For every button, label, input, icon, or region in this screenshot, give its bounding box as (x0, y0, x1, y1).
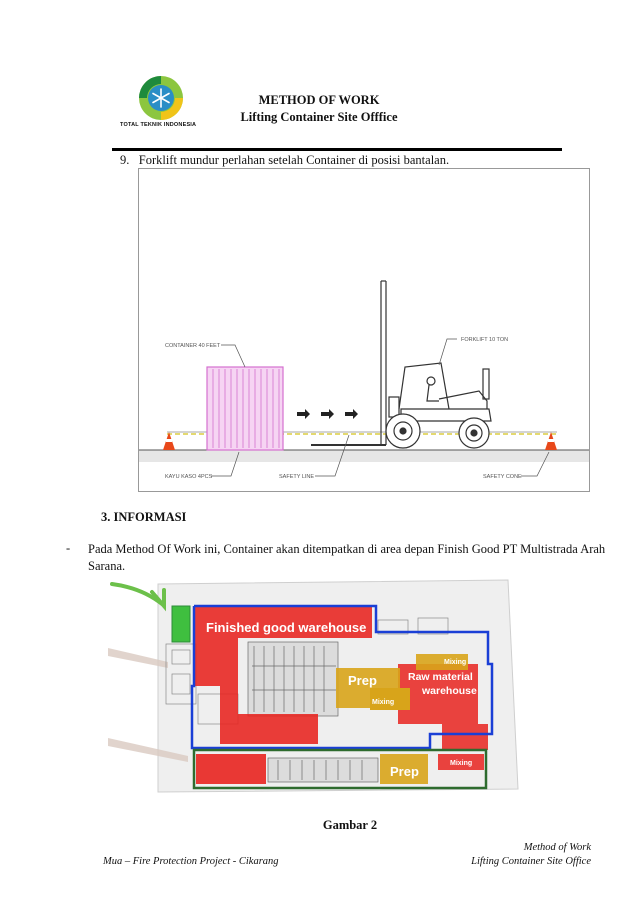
header-divider (112, 148, 562, 151)
label-mixing-3: Mixing (450, 760, 472, 767)
document-subtitle: Lifting Container Site Offfice (240, 110, 398, 124)
ground (139, 450, 589, 462)
footer-method: Method of Work (523, 842, 591, 853)
finished-good-area (194, 606, 372, 744)
raw-material-area (398, 664, 478, 724)
container-40-feet (206, 366, 284, 451)
label-mixing-1: Mixing (444, 659, 466, 666)
label-kayu-kaso: KAYU KASO 4PCS (165, 474, 213, 480)
green-pointer-arrow (110, 582, 166, 612)
forklift-drawing: CONTAINER 40 FEET FORKLIFT 10 TON KAYU K… (138, 168, 590, 492)
label-mixing-2: Mixing (372, 699, 394, 706)
section-title: 3. INFORMASI (101, 510, 187, 524)
document-title: METHOD OF WORK (258, 93, 380, 107)
green-boundary (192, 748, 488, 790)
label-safety-cone: SAFETY CONE (483, 474, 522, 480)
footer-project: Mua – Fire Protection Project - Cikarang (103, 856, 279, 867)
movement-arrows (297, 409, 358, 419)
label-raw-warehouse: warehouse (421, 685, 477, 697)
label-forklift: FORKLIFT 10 TON (461, 337, 508, 343)
label-prep-2: Prep (390, 764, 419, 779)
bottom-red-area (196, 754, 266, 784)
logo-text: TOTAL TEKNIK INDONESIA (120, 122, 197, 128)
label-prep-1: Prep (348, 673, 377, 688)
bottom-prep-area (380, 754, 428, 784)
container-target-area (171, 605, 191, 643)
label-raw-material: Raw material (408, 671, 473, 683)
footer-title: Lifting Container Site Office (471, 856, 591, 867)
label-finished-good: Finished good warehouse (206, 620, 366, 635)
bullet-marker: - (66, 541, 71, 555)
step-9-text: 9. Forklift mundur perlahan setelah Cont… (120, 153, 450, 167)
forklift-10-ton (311, 280, 492, 449)
company-logo (133, 72, 213, 134)
floor-plan: Finished good warehouse Prep Raw materia… (108, 574, 528, 796)
figure-caption: Gambar 2 (322, 818, 378, 832)
safety-cone-right (545, 432, 557, 450)
safety-cone-left (163, 432, 175, 450)
blue-boundary (190, 604, 494, 750)
label-safety-line: SAFETY LINE (279, 474, 314, 480)
bullet-paragraph: Pada Method Of Work ini, Container akan … (88, 542, 606, 573)
label-container: CONTAINER 40 FEET (165, 343, 221, 349)
